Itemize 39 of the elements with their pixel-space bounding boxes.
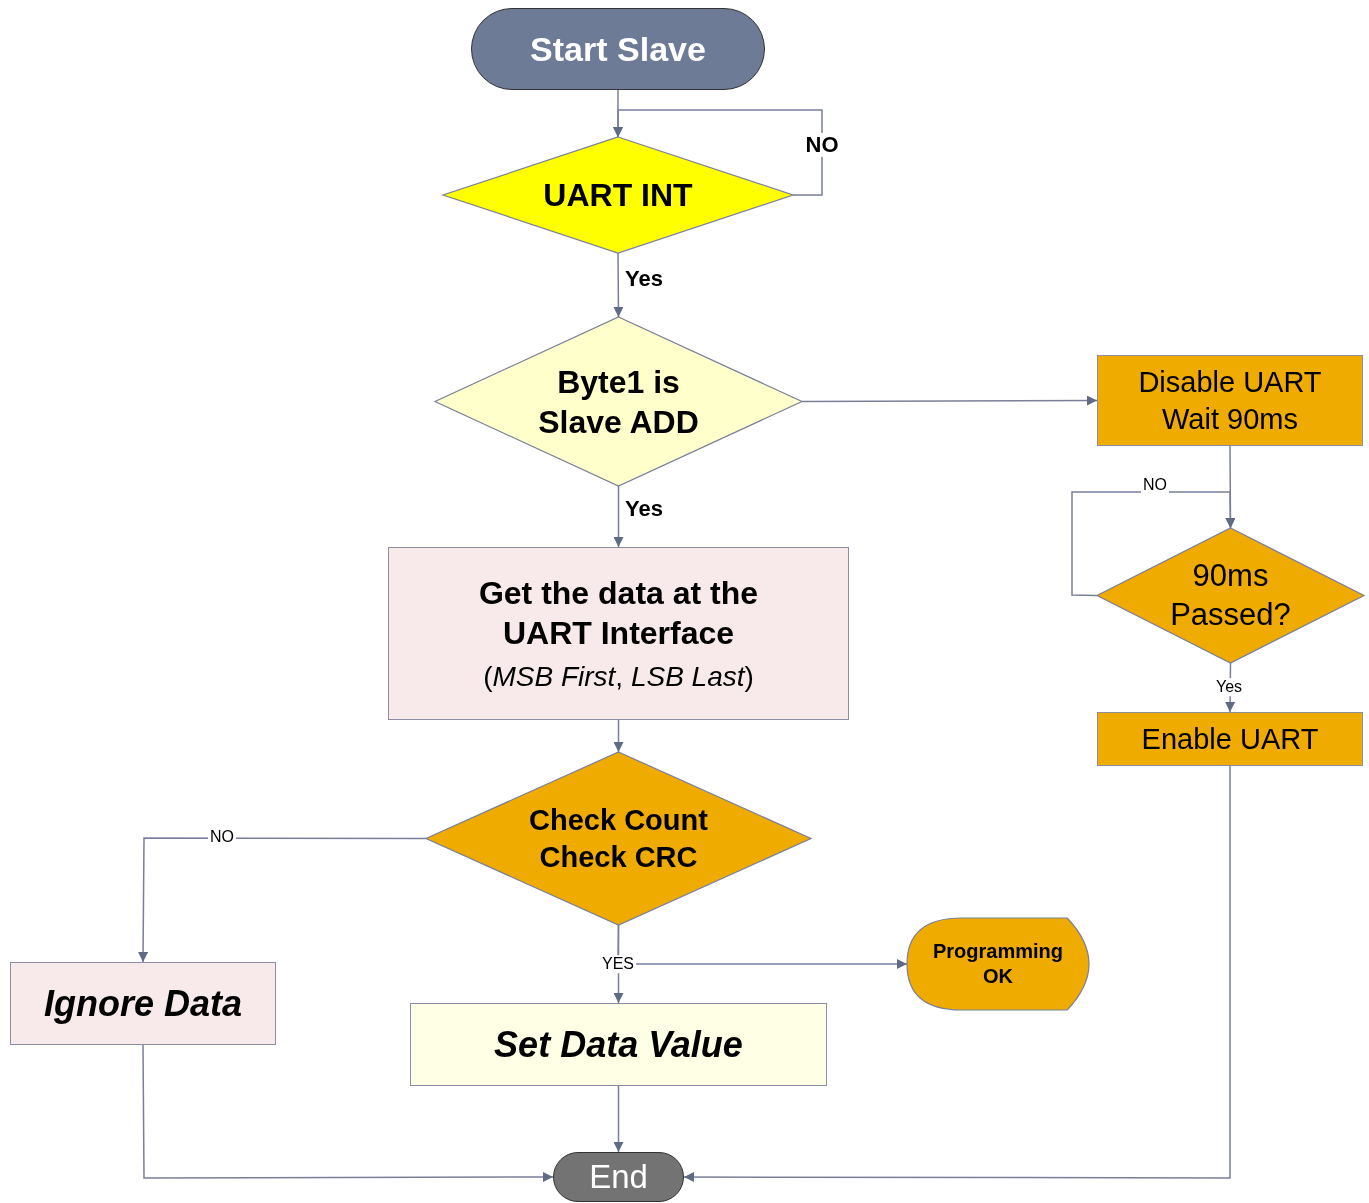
- edge-label: YES: [600, 955, 636, 973]
- connector-arrow: [613, 719, 624, 753]
- node-label: Disable UART Wait 90ms: [1137, 365, 1323, 437]
- node-label: Set Data Value: [494, 1023, 743, 1067]
- decision-diamond: [1097, 528, 1364, 663]
- edge-label: NO: [803, 132, 841, 158]
- process-box: [10, 962, 276, 1045]
- process-box: [1097, 355, 1363, 446]
- connector-arrow: [142, 1044, 554, 1182]
- node-label: 90ms Passed?: [1169, 556, 1292, 634]
- node-label: Check Count Check CRC: [528, 803, 709, 875]
- display-shape: [907, 918, 1089, 1010]
- process-box: [1097, 712, 1363, 766]
- decision-diamond: [426, 752, 811, 925]
- connector-arrow: [683, 765, 1231, 1182]
- node-label: Enable UART: [1141, 721, 1319, 757]
- connector-arrow: [1071, 491, 1236, 597]
- connector-arrow: [801, 395, 1098, 406]
- process-box: [410, 1003, 827, 1086]
- node-label: Start Slave: [530, 28, 706, 70]
- node-label: Byte1 is Slave ADD: [537, 362, 700, 442]
- node-label: End: [589, 1157, 648, 1198]
- connector-arrow: [613, 252, 624, 318]
- decision-diamond: [435, 317, 802, 486]
- end-terminal: [553, 1152, 684, 1202]
- node-label: Get the data at the UART Interface: [477, 574, 760, 653]
- connector-arrow: [617, 924, 908, 969]
- edge-label: NO: [1141, 476, 1169, 494]
- node-label: UART INT: [543, 176, 693, 215]
- connector-arrow: [613, 109, 823, 196]
- connector-arrow: [613, 485, 624, 548]
- node-label: Programming OK: [932, 939, 1064, 989]
- node-label: Ignore Data: [43, 982, 242, 1026]
- edge-label: Yes: [1213, 678, 1245, 696]
- connector-arrow: [138, 837, 427, 963]
- node-label: (MSB First, LSB Last): [483, 660, 754, 694]
- decision-diamond: [443, 137, 793, 253]
- process-box: [388, 547, 849, 720]
- connector-arrow: [613, 1085, 624, 1153]
